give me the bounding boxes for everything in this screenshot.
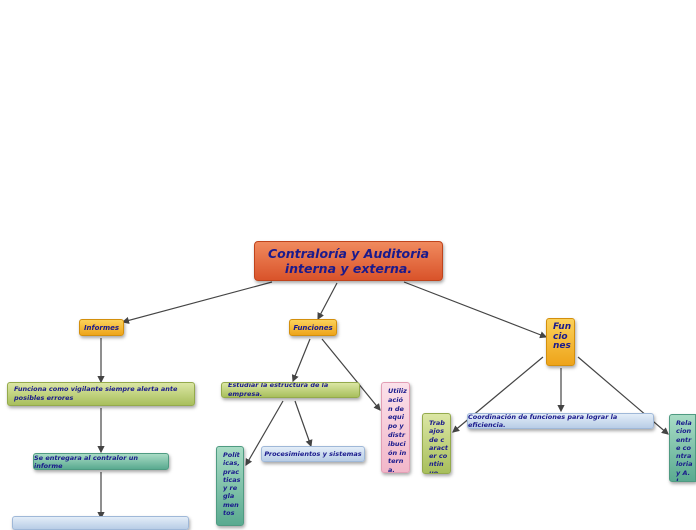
informes-child1-text: Funciona como vigilante siempre alerta a… [14, 385, 178, 402]
trabajos-text: Trabajos de caracter continuo [429, 419, 448, 474]
informes-child2-text: Se entregara al contralor un informe [34, 453, 138, 470]
procesimientos-node[interactable]: Procesimientos y sistemas [261, 446, 365, 462]
estudiar-node[interactable]: Estudiar la estructura de la empresa. [221, 382, 360, 398]
edge-root-funciones-left [317, 282, 338, 321]
funciones-right-label: Funciones [553, 322, 572, 351]
informes-label: Informes [83, 323, 120, 332]
estudiar-text: Estudiar la estructura de la empresa. [228, 382, 329, 398]
funciones-left-label: Funciones [293, 323, 333, 332]
politicas-node[interactable]: Políticas, practicas y reglamentos [216, 446, 244, 526]
utilizacion-node[interactable]: Utilización de equipo y distribución int… [381, 382, 410, 473]
informes-node[interactable]: Informes [79, 319, 124, 336]
informes-child3-node-partial[interactable] [12, 516, 189, 530]
edge-estudiar-procesimientos [294, 400, 313, 448]
edge-funciones-estudiar [291, 338, 311, 383]
funciones-left-node[interactable]: Funciones [289, 319, 337, 336]
utilizacion-text: Utilización de equipo y distribución int… [388, 387, 407, 473]
informes-child1-node[interactable]: Funciona como vigilante siempre alerta a… [7, 382, 195, 406]
relacion-node[interactable]: Relacion entre contraloria y A.I. [669, 414, 696, 482]
root-node[interactable]: Contraloría y Auditoria interna y extern… [254, 241, 443, 281]
edge-root-funciones-right [403, 281, 548, 339]
relacion-text: Relacion entre contraloria y A.I. [676, 419, 693, 482]
edge-root-informes [121, 281, 273, 324]
root-title: Contraloría y Auditoria interna y extern… [267, 246, 430, 276]
coordinacion-text: Coordinación de funciones para lograr la… [468, 413, 618, 429]
coordinacion-node[interactable]: Coordinación de funciones para lograr la… [467, 413, 654, 429]
funciones-right-node[interactable]: Funciones [546, 318, 575, 366]
trabajos-node[interactable]: Trabajos de caracter continuo [422, 413, 451, 474]
politicas-text: Políticas, practicas y reglamentos [223, 451, 241, 518]
edge-funciones-utilizacion [321, 338, 381, 411]
procesimientos-text: Procesimientos y sistemas [264, 450, 362, 458]
informes-child2-node[interactable]: Se entregara al contralor un informe [33, 453, 169, 470]
